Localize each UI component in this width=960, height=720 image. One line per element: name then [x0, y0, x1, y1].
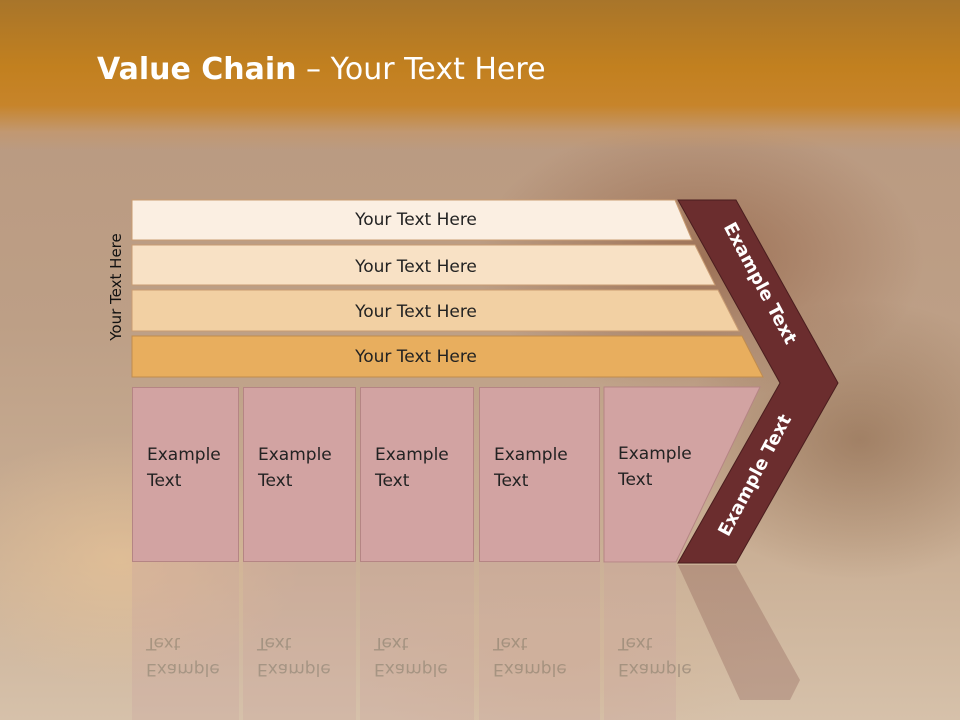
title-bold: Value Chain [97, 52, 297, 87]
slide-title: Value Chain – Your Text Here [97, 52, 546, 87]
bar-4[interactable] [131, 335, 764, 378]
bar-1-label: Your Text Here [354, 210, 477, 230]
box-1-line2: Text [147, 471, 182, 491]
box-2-line2: Text [258, 471, 293, 491]
activity-box-5[interactable]: Example Text [604, 387, 692, 562]
bar-3-label: Your Text Here [354, 302, 477, 322]
box-1-line1: Example [147, 445, 221, 465]
title-banner [0, 0, 960, 150]
chevron-reflection [678, 565, 800, 700]
activity-box-3[interactable]: Example Text [360, 387, 474, 562]
chevron-arrow[interactable] [677, 199, 839, 564]
bar-1[interactable] [131, 199, 693, 241]
bar-3[interactable] [131, 289, 740, 332]
last-box-slant [603, 386, 761, 563]
bar-2-label: Your Text Here [354, 257, 477, 277]
box-3-line1: Example [375, 445, 449, 465]
activity-box-2[interactable]: Example Text [243, 387, 356, 562]
box-5-line2: Text [618, 470, 653, 490]
bar-2[interactable] [131, 244, 716, 286]
box-2-line1: Example [258, 445, 332, 465]
activity-box-4[interactable]: Example Text [479, 387, 600, 562]
box-4-line2: Text [494, 471, 529, 491]
box-3-line2: Text [375, 471, 410, 491]
activity-box-1[interactable]: Example Text [132, 387, 239, 562]
box-4-line1: Example [494, 445, 568, 465]
bar-4-label: Your Text Here [354, 347, 477, 367]
title-rest: – Your Text Here [296, 52, 546, 87]
box-5-line1: Example [618, 444, 692, 464]
